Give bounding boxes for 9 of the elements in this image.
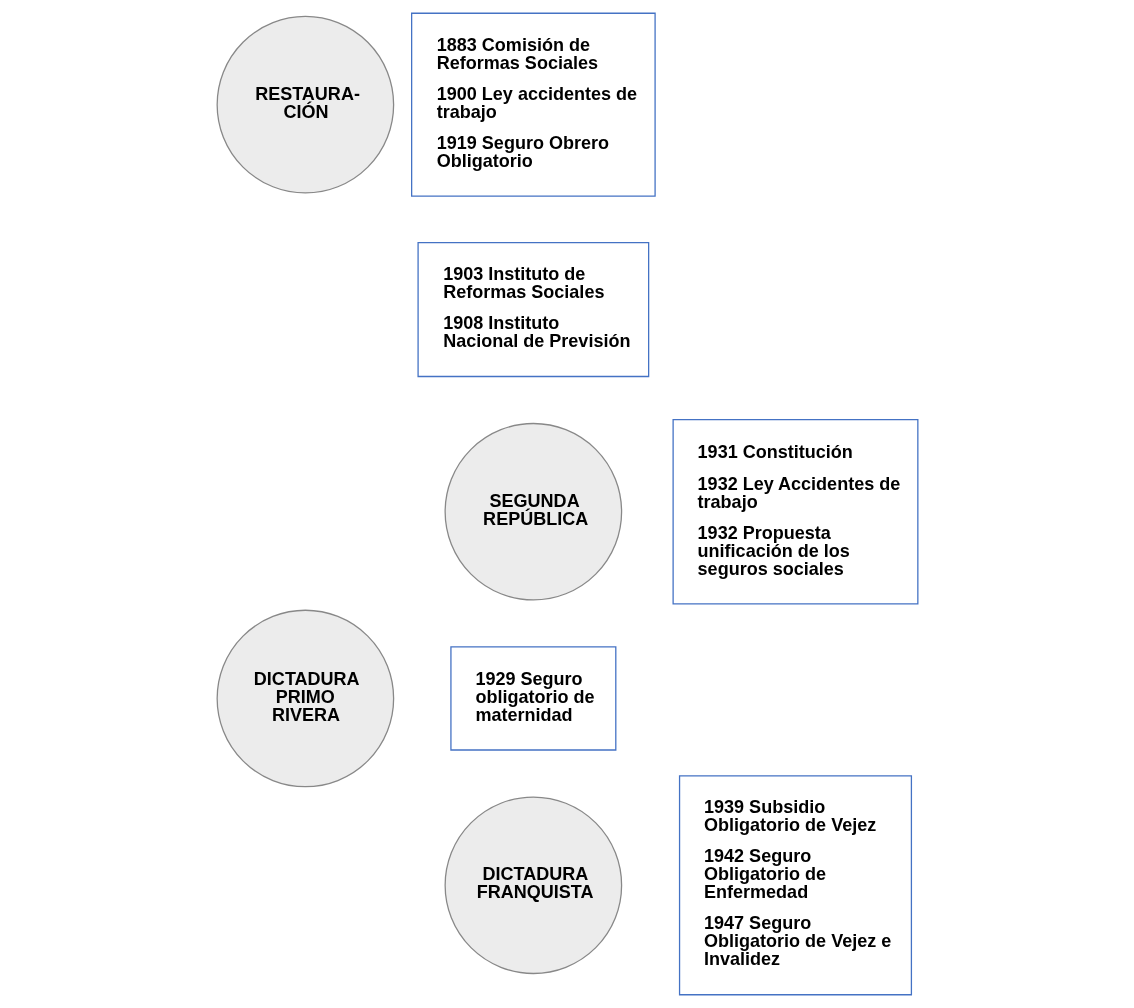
node-box: 1931 Constitución 1932 Ley Accidentes de trabajo 1932 Propuesta unificación de los seguros sociales (671, 419, 918, 605)
node-circle: RESTAURA- CIÓN (216, 15, 394, 194)
node-box: 1903 Instituto de Reformas Sociales 1908 Instituto Nacional de Previsión (416, 241, 649, 378)
node-circle: DICTADURA FRANQUISTA (444, 796, 622, 975)
node-circle: SEGUNDA REPÚBLICA (444, 422, 622, 601)
node-box: 1939 Subsidio Obligatorio de Vejez 1942 Seguro Obligatorio de Enfermedad 1947 Seguro Obligatorio de Vejez e Invalidez (678, 775, 912, 996)
node-circle: DICTADURA PRIMO RIVERA (216, 609, 394, 788)
node-box: 1883 Comisión de Reformas Sociales 1900 Ley accidentes de trabajo 1919 Seguro Obrero Obligatorio (410, 12, 656, 197)
node-box: 1929 Seguro obligatorio de maternidad (449, 646, 616, 751)
